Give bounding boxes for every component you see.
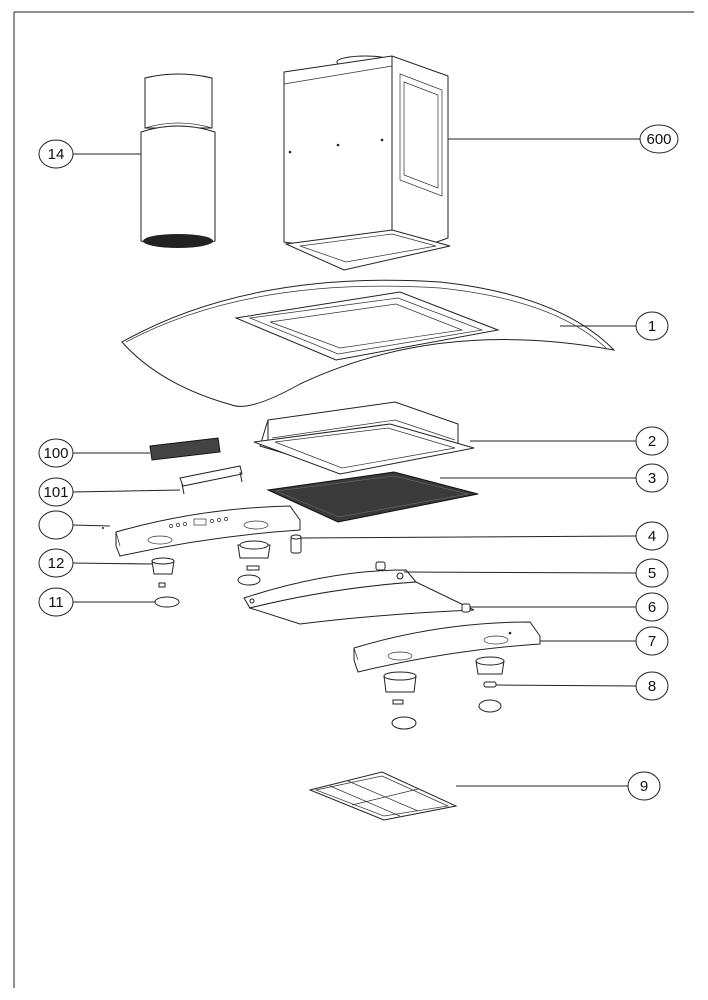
part-halogen-lamp-left — [151, 557, 175, 588]
part-lamp-7-right — [475, 656, 505, 675]
callout-100: 100 — [38, 438, 74, 468]
part-hood-body — [253, 401, 475, 475]
part-spacer-4 — [290, 534, 302, 554]
part-bulb-8 — [483, 681, 497, 688]
callout-5: 5 — [635, 558, 669, 588]
leader-lines — [71, 138, 642, 787]
callout-9: 9 — [627, 771, 661, 801]
callout-600: 600 — [639, 124, 679, 154]
callout-3: 3 — [635, 463, 669, 493]
callout-14-label: 14 — [48, 146, 65, 163]
part-spacer-5 — [375, 561, 386, 571]
part-halogen-lamp-right — [237, 540, 271, 571]
callout-12: 12 — [38, 548, 74, 578]
part-carbon-filter — [308, 771, 458, 821]
callout-1: 1 — [635, 311, 669, 341]
callout-14: 14 — [38, 139, 74, 169]
part-lamp-ring-left — [154, 596, 180, 608]
callout-3-label: 3 — [648, 470, 656, 487]
part-glass-canopy — [121, 279, 616, 407]
part-lamp-ring-7-right — [478, 699, 502, 713]
part-light-bar — [353, 621, 541, 673]
part-chimney-cover — [140, 73, 216, 248]
callout-9-label: 9 — [640, 778, 648, 795]
callout-2: 2 — [635, 426, 669, 456]
part-lamp-ring-7-left — [391, 716, 417, 730]
part-switch-block — [149, 437, 221, 461]
callout-2-label: 2 — [648, 433, 656, 450]
part-chimney-box — [283, 55, 451, 271]
callout-101: 101 — [38, 477, 74, 507]
callout-12-label: 12 — [48, 555, 65, 572]
part-lamp-ring-right — [237, 574, 261, 586]
callout-7: 7 — [635, 626, 669, 656]
callout-5-label: 5 — [648, 565, 656, 582]
callout-1-label: 1 — [648, 318, 656, 335]
part-knob-6 — [461, 603, 471, 613]
callout-11-label: 11 — [48, 594, 64, 611]
callout-100-label: 100 — [43, 445, 68, 462]
callout-6-label: 6 — [648, 599, 656, 616]
part-control-panel — [102, 505, 301, 557]
callout-6: 6 — [635, 592, 669, 622]
part-grease-filter — [266, 471, 479, 523]
callout-7-label: 7 — [648, 633, 656, 650]
callout-101-label: 101 — [43, 484, 68, 501]
callout-4: 4 — [635, 521, 669, 551]
callout-8-label: 8 — [648, 678, 656, 695]
part-lamp-7-left — [383, 671, 417, 705]
callout-11: 11 — [38, 587, 74, 617]
callout-4-label: 4 — [648, 528, 656, 545]
part-bracket — [179, 465, 243, 495]
part-curved-front-panel — [243, 569, 475, 625]
callout-8: 8 — [635, 671, 669, 701]
callout-blank — [38, 510, 74, 540]
callout-600-label: 600 — [646, 131, 671, 148]
